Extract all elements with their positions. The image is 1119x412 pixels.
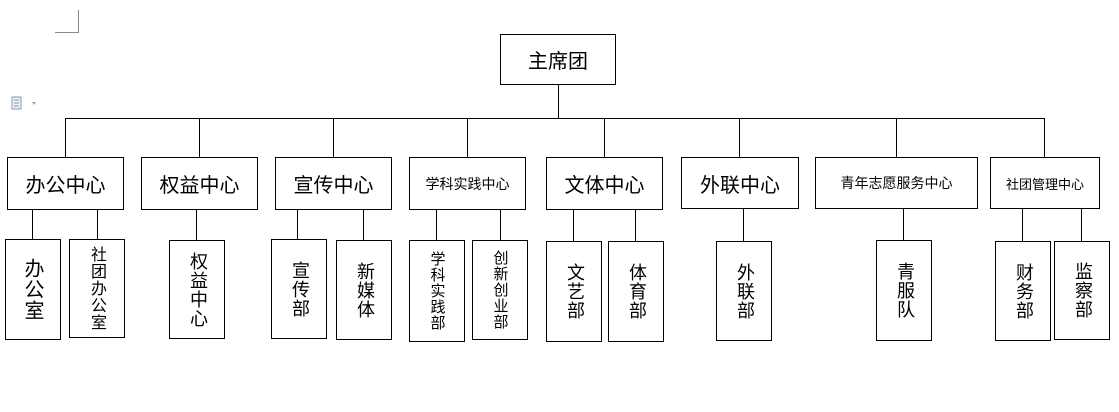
sub-node-new-media: 新媒体 [336,240,392,340]
sub-label: 外联部 [734,262,755,320]
connector-drop [739,118,740,157]
top-node: 主席团 [500,34,616,85]
connector-sub [32,210,33,239]
connector-top-stem [558,85,559,119]
sub-label: 权益中心 [187,251,208,328]
center-label: 办公中心 [25,173,106,197]
center-node-academic-practice: 学科实践中心 [409,157,526,210]
sub-node-sports: 体育部 [608,241,664,342]
connector-drop [65,118,66,157]
center-label: 青年志愿服务中心 [840,176,953,192]
sub-node-rights: 权益中心 [169,240,225,339]
connector-sub [1022,209,1023,241]
center-node-publicity: 宣传中心 [275,157,392,210]
connector-horizontal-bus [65,118,1045,119]
connector-drop [896,118,897,157]
sub-node-arts: 文艺部 [546,241,602,342]
sub-label: 青服队 [894,262,915,319]
document-paste-icon[interactable] [11,96,37,110]
center-label: 外联中心 [700,172,780,197]
connector-sub [903,209,904,240]
connector-sub [500,210,501,240]
sub-label: 财务部 [1013,262,1034,320]
connector-sub [196,210,197,240]
connector-sub [635,210,636,241]
connector-sub [573,210,574,241]
sub-node-club-office: 社团办公室 [69,239,125,338]
connector-drop [333,118,334,157]
sub-node-supervision: 监察部 [1054,241,1110,340]
center-node-rights: 权益中心 [141,157,258,210]
sub-label: 学科实践部 [428,251,447,331]
center-label: 宣传中心 [293,173,374,197]
connector-drop [467,118,468,157]
connector-sub [97,210,98,239]
sub-node-volunteer-team: 青服队 [876,240,932,341]
connector-drop [199,118,200,157]
center-node-culture-sports: 文体中心 [546,157,663,210]
sub-node-office: 办公室 [5,239,61,340]
sub-label: 文艺部 [564,263,585,320]
center-label: 学科实践中心 [425,176,510,193]
sub-label: 新媒体 [354,261,375,319]
center-node-club-management: 社团管理中心 [990,157,1100,209]
connector-sub [743,209,744,241]
sub-label: 监察部 [1072,262,1093,319]
center-label: 社团管理中心 [1005,177,1084,193]
connector-sub [297,210,298,239]
connector-drop [604,118,605,157]
sub-node-academic-practice-dept: 学科实践部 [409,240,465,342]
center-label: 权益中心 [159,173,240,197]
sub-label: 办公室 [21,258,45,321]
sub-label: 社团办公室 [88,246,107,331]
connector-sub [363,210,364,240]
sub-label: 创新创业部 [491,250,510,330]
sub-label: 体育部 [626,263,647,320]
center-label: 文体中心 [564,173,645,197]
sub-node-publicity-dept: 宣传部 [271,239,327,339]
connector-sub [1081,209,1082,241]
connector-drop [1044,118,1045,157]
page-corner-mark [55,10,79,33]
sub-label: 宣传部 [289,260,310,318]
connector-sub [436,210,437,240]
top-node-label: 主席团 [528,49,588,73]
sub-node-external-relations: 外联部 [716,241,772,341]
sub-node-finance: 财务部 [995,241,1051,341]
sub-node-innovation-entrepreneurship: 创新创业部 [472,240,528,340]
center-node-volunteer: 青年志愿服务中心 [815,157,978,209]
center-node-office: 办公中心 [7,157,124,210]
center-node-external-relations: 外联中心 [681,157,799,209]
